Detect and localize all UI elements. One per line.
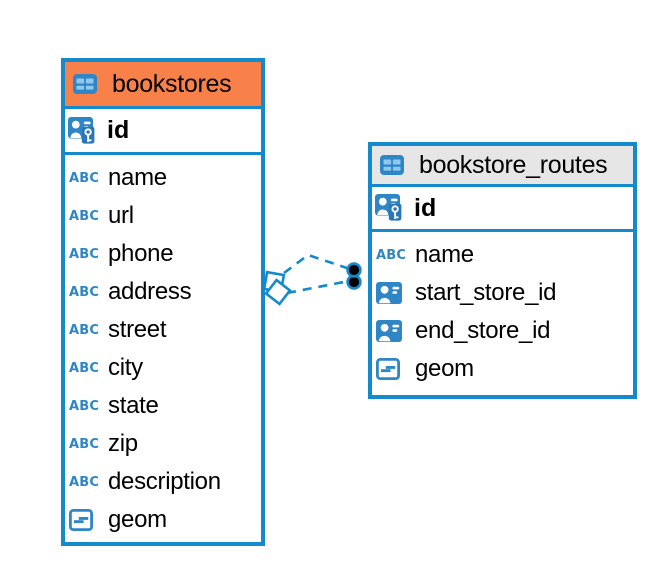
column-row[interactable]: ABC description bbox=[65, 463, 261, 501]
table-bookstores[interactable]: bookstores id ABC name ABC url ABC phone… bbox=[61, 58, 265, 546]
column-name: geom bbox=[415, 355, 474, 382]
column-row[interactable]: ABC phone bbox=[65, 235, 261, 273]
text-type-icon: ABC bbox=[69, 208, 100, 224]
column-name: zip bbox=[108, 430, 138, 457]
text-type-icon: ABC bbox=[69, 360, 100, 376]
column-name: id bbox=[414, 193, 437, 222]
primary-key-icon bbox=[375, 194, 405, 222]
text-type-icon: ABC bbox=[376, 247, 407, 263]
column-row[interactable]: ABC address bbox=[65, 273, 261, 311]
column-name: state bbox=[108, 392, 159, 419]
column-name: end_store_id bbox=[415, 317, 551, 344]
relationship-line-end-store[interactable] bbox=[286, 279, 350, 295]
table-icon bbox=[73, 74, 103, 94]
column-name: description bbox=[108, 468, 221, 495]
text-type-icon: ABC bbox=[69, 284, 100, 300]
column-name: geom bbox=[108, 506, 167, 533]
column-name: id bbox=[107, 116, 130, 144]
reference-type-icon bbox=[376, 320, 406, 342]
column-row[interactable]: ABC street bbox=[65, 311, 261, 349]
table-title: bookstores bbox=[112, 69, 232, 98]
column-row[interactable]: geom bbox=[65, 501, 261, 539]
table-title: bookstore_routes bbox=[419, 150, 608, 179]
column-name: street bbox=[108, 316, 167, 343]
text-type-icon: ABC bbox=[69, 246, 100, 262]
column-list: ABC name start_store_id end_store_id ge bbox=[372, 232, 633, 390]
column-row[interactable]: ABC city bbox=[65, 349, 261, 387]
column-row[interactable]: ABC state bbox=[65, 387, 261, 425]
text-type-icon: ABC bbox=[69, 474, 100, 490]
column-row[interactable]: geom bbox=[372, 350, 633, 388]
column-name: url bbox=[108, 202, 134, 229]
geometry-type-icon bbox=[69, 509, 99, 531]
column-row[interactable]: ABC name bbox=[372, 236, 633, 274]
column-row[interactable]: end_store_id bbox=[372, 312, 633, 350]
reference-type-icon bbox=[376, 282, 406, 304]
one-end-marker bbox=[346, 262, 362, 278]
column-row[interactable]: ABC zip bbox=[65, 425, 261, 463]
table-bookstore-routes-header[interactable]: bookstore_routes bbox=[372, 146, 633, 187]
column-name: address bbox=[108, 278, 192, 305]
geometry-type-icon bbox=[376, 358, 406, 380]
column-row[interactable]: ABC url bbox=[65, 197, 261, 235]
relationship-line-start-store[interactable] bbox=[283, 253, 351, 275]
primary-key-icon bbox=[68, 117, 98, 145]
table-bookstores-header[interactable]: bookstores bbox=[65, 62, 261, 109]
column-name: name bbox=[108, 164, 167, 191]
primary-key-row[interactable]: id bbox=[372, 187, 633, 232]
column-name: name bbox=[415, 241, 474, 268]
column-name: phone bbox=[108, 240, 174, 267]
text-type-icon: ABC bbox=[69, 170, 100, 186]
column-row[interactable]: start_store_id bbox=[372, 274, 633, 312]
table-bookstore-routes[interactable]: bookstore_routes id ABC name start_store… bbox=[368, 142, 637, 399]
text-type-icon: ABC bbox=[69, 436, 100, 452]
column-row[interactable]: ABC name bbox=[65, 159, 261, 197]
primary-key-row[interactable]: id bbox=[65, 109, 261, 155]
column-name: start_store_id bbox=[415, 279, 557, 306]
column-name: city bbox=[108, 354, 143, 381]
column-list: ABC name ABC url ABC phone ABC address A… bbox=[65, 155, 261, 541]
table-icon bbox=[380, 155, 410, 175]
text-type-icon: ABC bbox=[69, 322, 100, 338]
text-type-icon: ABC bbox=[69, 398, 100, 414]
many-end-marker bbox=[264, 278, 292, 306]
